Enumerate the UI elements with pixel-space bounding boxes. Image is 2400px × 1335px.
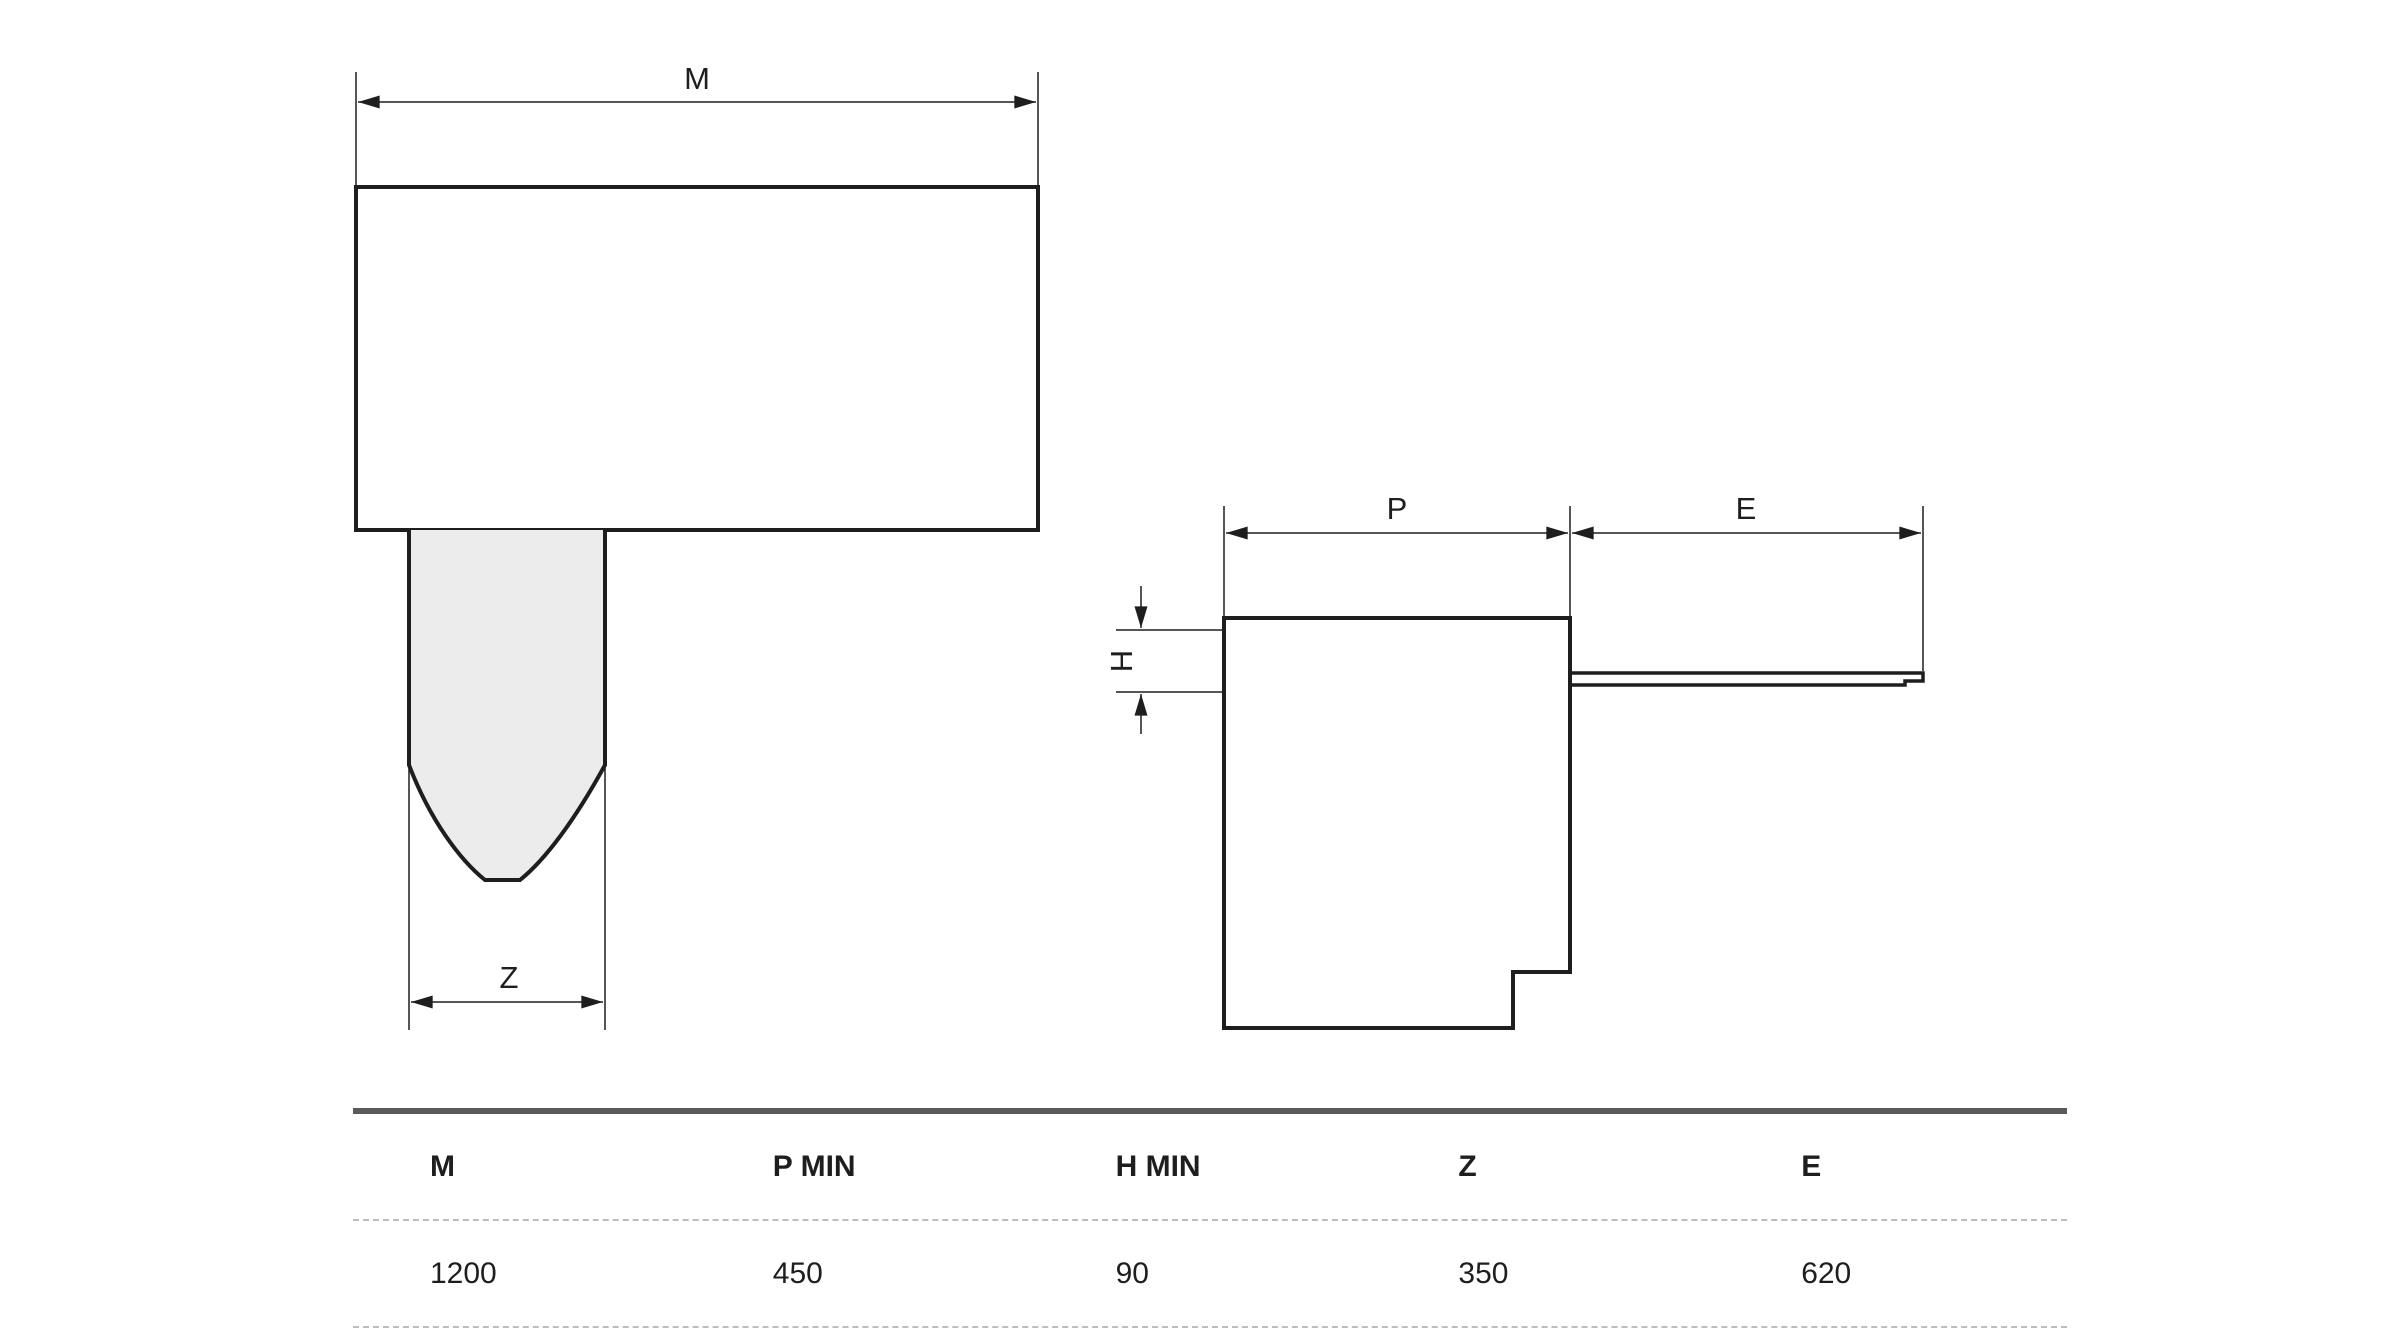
header-m: M xyxy=(430,1149,455,1183)
value-p-min: 450 xyxy=(772,1256,823,1290)
dimension-h: H xyxy=(1104,586,1222,734)
hood-body-side xyxy=(1222,616,1572,1030)
label-m: M xyxy=(684,61,710,96)
header-z: Z xyxy=(1458,1149,1477,1183)
side-view: P E H xyxy=(1104,491,1925,1030)
hood-body-front xyxy=(354,185,1040,532)
value-h-min: 90 xyxy=(1115,1256,1149,1290)
dimension-m: M xyxy=(355,61,1039,185)
label-e: E xyxy=(1736,491,1757,526)
label-h: H xyxy=(1104,650,1139,672)
label-p: P xyxy=(1387,491,1408,526)
technical-drawing: M Z P E xyxy=(354,61,1925,1030)
value-z: 350 xyxy=(1458,1256,1509,1290)
value-m: 1200 xyxy=(430,1256,497,1290)
table-header-row: M P MIN H MIN Z E xyxy=(353,1114,2067,1221)
label-z: Z xyxy=(500,960,519,995)
dimension-p: P xyxy=(1223,491,1571,616)
table-top-rule xyxy=(353,1108,2067,1114)
dimension-e: E xyxy=(1571,491,1924,671)
table-row: 1200 450 90 350 620 xyxy=(353,1221,2067,1328)
header-h-min: H MIN xyxy=(1115,1149,1201,1183)
extension-shelf xyxy=(1570,671,1925,687)
value-e: 620 xyxy=(1801,1256,1852,1290)
spout-shape xyxy=(407,530,607,882)
header-e: E xyxy=(1801,1149,1822,1183)
header-p-min: P MIN xyxy=(772,1149,856,1183)
dimension-z: Z xyxy=(408,765,606,1030)
dimensions-table: M P MIN H MIN Z E 1200 450 90 350 620 xyxy=(353,1108,2067,1328)
front-view: M Z xyxy=(354,61,1040,1030)
